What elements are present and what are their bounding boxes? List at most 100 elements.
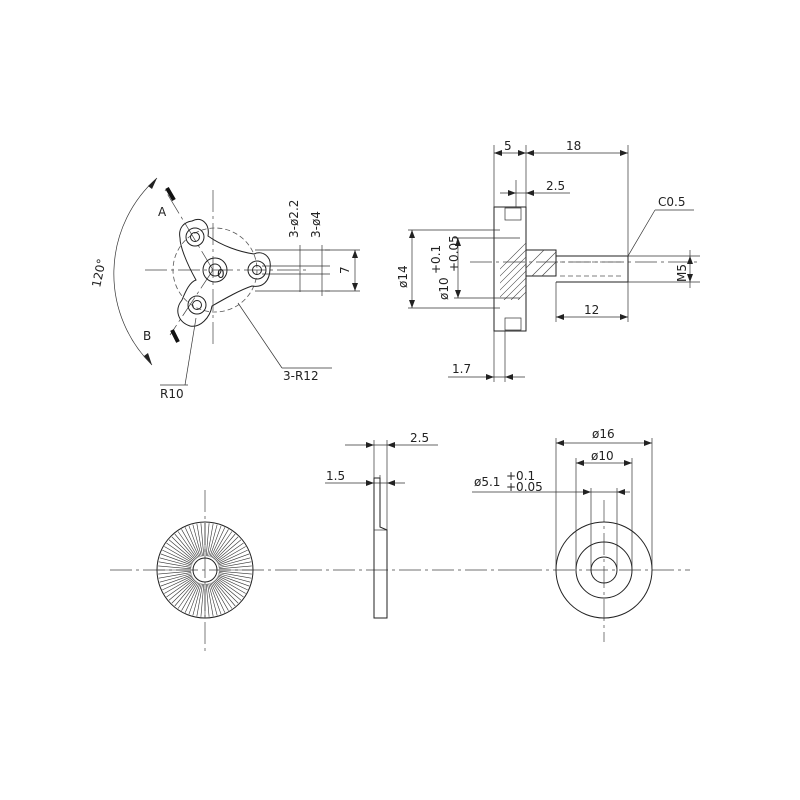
- section-b-label: B: [143, 329, 151, 343]
- pitch-circle: [172, 227, 258, 313]
- total-length-label: 18: [566, 139, 581, 153]
- knurl-ray: [160, 574, 192, 587]
- washer-side-view: 2.5 1.5: [300, 431, 520, 619]
- knurl-ray: [159, 557, 192, 567]
- knurl-ray: [207, 523, 214, 557]
- wall-label: 1.7: [452, 362, 471, 376]
- knurl-ray: [216, 542, 244, 563]
- hatched-section: [500, 242, 526, 300]
- knurl-ray: [217, 549, 248, 565]
- knurl-ray: [213, 533, 236, 560]
- angle-label: 120°: [89, 257, 109, 288]
- right-lobe-boss: [247, 260, 267, 280]
- knurl-ray: [218, 553, 250, 566]
- upper-lobe-hole: [190, 232, 200, 242]
- hub-inner-circle: [208, 263, 222, 277]
- step-label: 2.5: [546, 179, 565, 193]
- knurl-ray: [218, 573, 251, 583]
- knurl-ray: [168, 539, 195, 562]
- knurl-ray: [166, 577, 194, 598]
- knurl-ray: [159, 573, 192, 583]
- knurl-ray: [218, 565, 252, 570]
- knurl-ray: [200, 523, 205, 557]
- lower-lobe-hole: [192, 300, 202, 310]
- upper-lobe-boss: [185, 227, 205, 247]
- r12-leader: [237, 302, 283, 369]
- knurl-ray: [218, 574, 250, 587]
- washer-mid-dia-label: ø10: [591, 449, 614, 463]
- knurl-ray: [188, 525, 201, 557]
- boss-dia-label: 3-ø4: [309, 211, 323, 238]
- outer-dia-label: ø14: [396, 265, 410, 288]
- knurl-ray: [158, 565, 192, 570]
- knurl-ray: [162, 549, 193, 565]
- height-arrow-top: [352, 250, 358, 258]
- knurl-ray: [215, 539, 242, 562]
- bore-tol-lower: +0.05: [447, 235, 461, 272]
- knurl-ray: [216, 546, 246, 564]
- flange-bottom-hole: [504, 317, 522, 331]
- bore-tol-upper: +0.1: [429, 245, 443, 274]
- knurl-ray: [158, 561, 192, 568]
- knurl-ray: [192, 524, 202, 557]
- knurl-ray: [181, 581, 199, 611]
- knurl-ray: [171, 579, 196, 604]
- knurl-ray: [207, 583, 214, 617]
- knurl-ray: [162, 575, 193, 591]
- section-a-marker: [165, 186, 176, 202]
- knurl-ray: [209, 525, 222, 557]
- knurl-ray: [168, 578, 195, 601]
- knurl-ray: [158, 570, 192, 575]
- knurl-ray: [212, 531, 233, 559]
- knurl-ray: [181, 529, 199, 559]
- knurl-ray: [160, 553, 192, 566]
- center-label: 0: [217, 267, 225, 281]
- shaft-length-label: 12: [584, 303, 599, 317]
- knurl-ray: [205, 583, 210, 617]
- washer-hole-tol-upper: +0.1: [506, 469, 535, 483]
- section-a-label: A: [158, 205, 167, 219]
- knurl-ray: [212, 581, 233, 609]
- knurl-ray: [184, 582, 200, 613]
- knurl-ray: [210, 527, 226, 558]
- knurl-ray: [208, 524, 218, 557]
- knurl-ray: [158, 572, 192, 579]
- washer-step-label: 1.5: [326, 469, 345, 483]
- knurl-ray: [196, 523, 203, 557]
- knurl-ray: [196, 583, 203, 617]
- knurl-ray: [192, 583, 202, 616]
- knurl-ray: [205, 523, 210, 557]
- knurl-ray: [184, 527, 200, 558]
- front-centerline-lower: [169, 269, 214, 336]
- washer-hole-dia-label: ø5.1: [474, 475, 500, 489]
- flange-top-hole: [504, 207, 522, 221]
- washer-outer-dia-label: ø16: [592, 427, 615, 441]
- height-arrow-bottom: [352, 283, 358, 291]
- knurl-ray: [214, 579, 239, 604]
- radius-large-label: 3-R12: [283, 369, 319, 383]
- knurl-ray: [216, 577, 244, 598]
- knurl-ray: [214, 536, 239, 561]
- knurl-ray: [218, 557, 251, 567]
- radius-small-label: R10: [160, 387, 184, 401]
- knurl-ray: [171, 536, 196, 561]
- flange-width-label: 5: [504, 139, 512, 153]
- knurl-ray: [210, 582, 226, 613]
- knurl-ray: [211, 581, 229, 611]
- hub-outline: [525, 249, 557, 277]
- chamfer-label: C0.5: [658, 195, 685, 209]
- angle-arrow-top: [148, 178, 157, 189]
- lower-lobe-boss: [187, 295, 207, 315]
- front-view: 120° A B 0 7 3-ø2.2 3-ø4 R10 3-R12: [89, 177, 360, 401]
- knurl-ray: [211, 529, 229, 559]
- angle-arc: [113, 177, 158, 366]
- knurl-ray: [174, 580, 197, 607]
- knurled-disc-view: [110, 490, 300, 655]
- bore-dia-label: ø10: [437, 277, 451, 300]
- knurl-ray: [174, 533, 197, 560]
- chamfer-leader: [627, 209, 656, 257]
- angle-arrow-bottom: [144, 353, 152, 365]
- side-section-view: 5 18 2.5 C0.5 ø14 ø10 +0.1 +0.05: [396, 139, 700, 382]
- washer-side-outline: [373, 477, 388, 619]
- lobed-part-outline: [177, 219, 271, 327]
